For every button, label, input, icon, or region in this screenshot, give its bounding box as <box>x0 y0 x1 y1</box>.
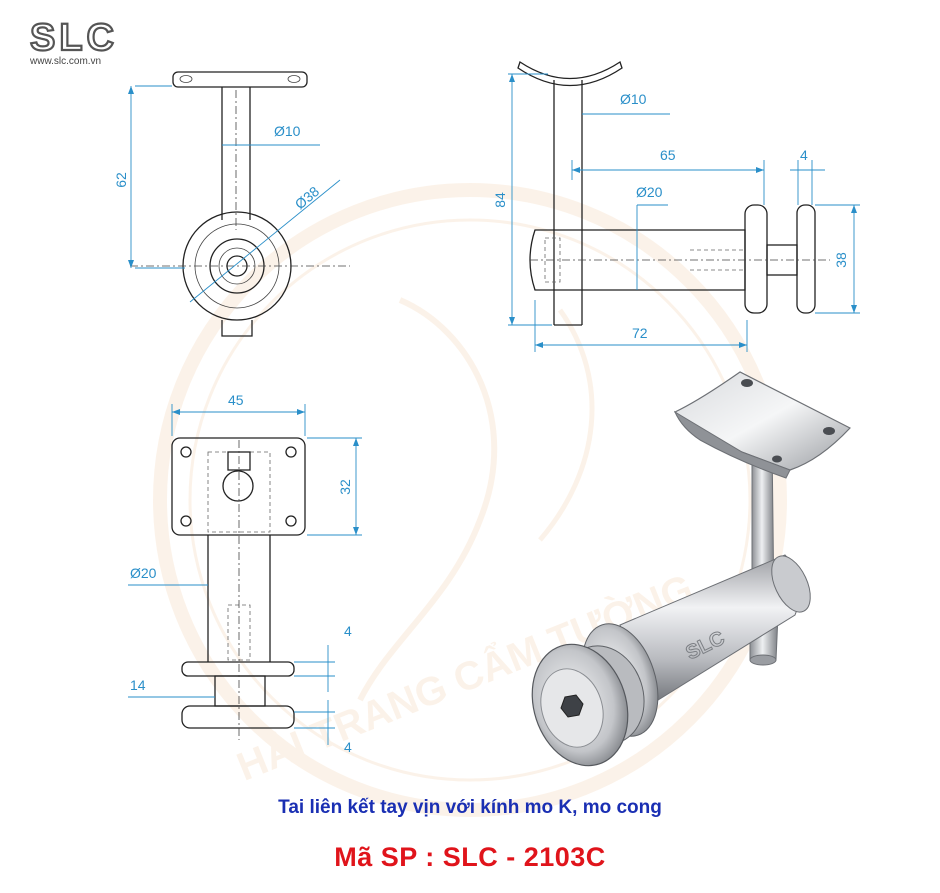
dim-front-total-length: 72 <box>632 325 648 341</box>
top-view <box>171 437 306 740</box>
dim-front-bolt-diameter: Ø20 <box>636 184 663 200</box>
side-view-dimensions: 62 Ø10 Ø38 <box>113 85 341 303</box>
logo-brand: SLC <box>30 17 118 59</box>
dim-side-height: 62 <box>113 172 129 188</box>
dim-top-bolt-diameter: Ø20 <box>130 565 157 581</box>
dim-top-thickness-1: 4 <box>344 623 352 639</box>
top-view-dimensions: 45 32 Ø20 14 4 4 <box>128 392 362 755</box>
product-description: Tai liên kết tay vịn với kính mo K, mo c… <box>278 797 662 818</box>
brand-logo: SLC www.slc.com.vn <box>29 16 118 67</box>
product-code: Mã SP : SLC - 2103C <box>334 842 606 872</box>
dim-top-width: 45 <box>228 392 244 408</box>
front-view-dimensions: Ø10 65 4 Ø20 84 38 72 <box>492 73 860 352</box>
product-3d-render: SLC <box>531 371 851 767</box>
front-view <box>517 60 830 326</box>
dim-side-tube-diameter: Ø10 <box>274 123 301 139</box>
dim-top-gap: 14 <box>130 677 146 693</box>
dim-side-disc-diameter: Ø38 <box>292 183 323 212</box>
dim-front-thickness: 4 <box>800 147 808 163</box>
logo-website: www.slc.com.vn <box>29 56 101 67</box>
dim-front-disc-height: 38 <box>833 252 849 268</box>
dim-front-height: 84 <box>492 192 508 208</box>
dim-top-thickness-2: 4 <box>344 739 352 755</box>
dim-top-depth: 32 <box>337 479 353 495</box>
dim-front-length: 65 <box>660 147 676 163</box>
side-view <box>130 71 350 337</box>
dim-front-tube-diameter: Ø10 <box>620 91 647 107</box>
watermark: HẢI TRANG CẨM TƯỜNG <box>153 183 787 817</box>
